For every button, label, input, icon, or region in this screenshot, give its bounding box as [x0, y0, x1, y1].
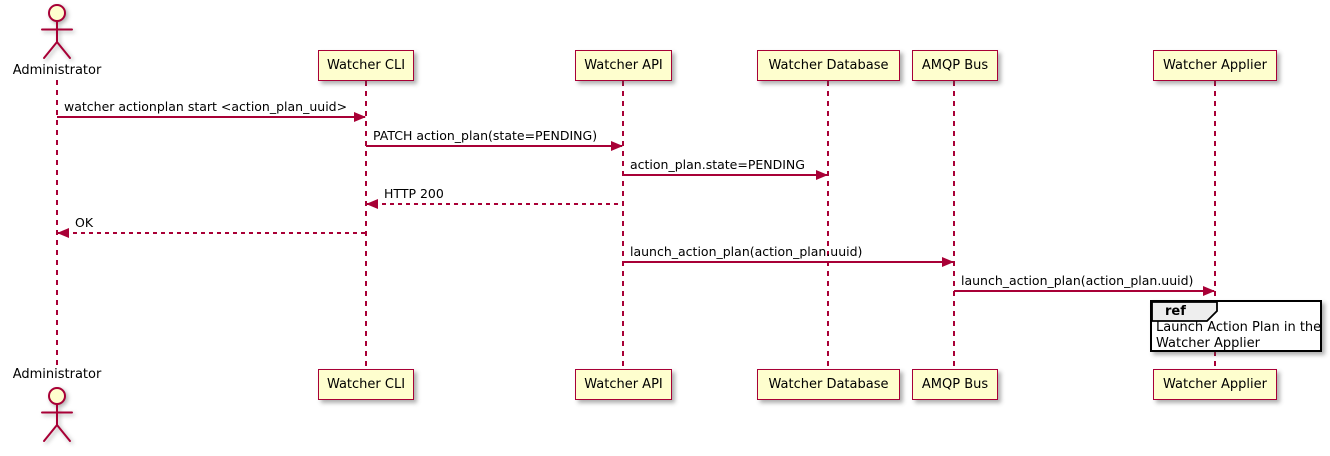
participant-box-top: Watcher Applier: [1153, 50, 1277, 81]
message-label: HTTP 200: [384, 186, 444, 201]
message-arrowhead: [942, 257, 954, 267]
participant-box-bottom: Watcher Database: [757, 369, 900, 400]
message-line: [366, 203, 622, 205]
message-arrowhead: [57, 228, 69, 238]
message-arrowhead: [366, 199, 378, 209]
actor-icon: [41, 387, 73, 442]
participant-box-bottom: AMQP Bus: [912, 369, 998, 400]
participant-box-bottom: Watcher API: [575, 369, 672, 400]
lifeline-participant: [953, 81, 955, 369]
lifeline-participant: [365, 81, 367, 369]
message-label: launch_action_plan(action_plan.uuid): [630, 244, 863, 259]
lifeline-participant: [622, 81, 624, 369]
message-arrowhead: [611, 141, 623, 151]
lifeline-administrator: [56, 80, 58, 368]
message-arrowhead: [354, 112, 366, 122]
participant-box-bottom: Watcher CLI: [318, 369, 414, 400]
lifeline-participant: [827, 81, 829, 369]
actor-label-bottom: Administrator: [12, 367, 102, 382]
message-line: [623, 261, 953, 263]
participant-box-bottom: Watcher Applier: [1153, 369, 1277, 400]
message-label: watcher actionplan start <action_plan_uu…: [64, 99, 348, 114]
message-label: OK: [75, 215, 94, 230]
actor-figure-bottom: [34, 386, 80, 448]
message-label: action_plan.state=PENDING: [630, 157, 805, 172]
message-arrowhead: [1203, 286, 1215, 296]
participant-box-top: Watcher API: [575, 50, 672, 81]
ref-text-line: Watcher Applier: [1156, 336, 1260, 351]
message-line: [623, 174, 827, 176]
message-line: [57, 116, 365, 118]
message-label: launch_action_plan(action_plan.uuid): [961, 273, 1194, 288]
lifeline-participant: [1214, 81, 1216, 369]
message-arrowhead: [816, 170, 828, 180]
ref-keyword: ref: [1165, 304, 1186, 319]
ref-text-line: Launch Action Plan in the: [1156, 320, 1322, 335]
actor-icon: [41, 4, 73, 59]
message-line: [366, 145, 622, 147]
participant-box-top: Watcher Database: [757, 50, 900, 81]
actor-label-top: Administrator: [12, 63, 102, 78]
participant-box-top: AMQP Bus: [912, 50, 998, 81]
message-line: [954, 290, 1214, 292]
actor-figure-top: [34, 3, 80, 65]
message-label: PATCH action_plan(state=PENDING): [373, 128, 598, 143]
participant-box-top: Watcher CLI: [318, 50, 414, 81]
ref-header-shape: [1151, 301, 1219, 326]
message-line: [57, 232, 365, 234]
